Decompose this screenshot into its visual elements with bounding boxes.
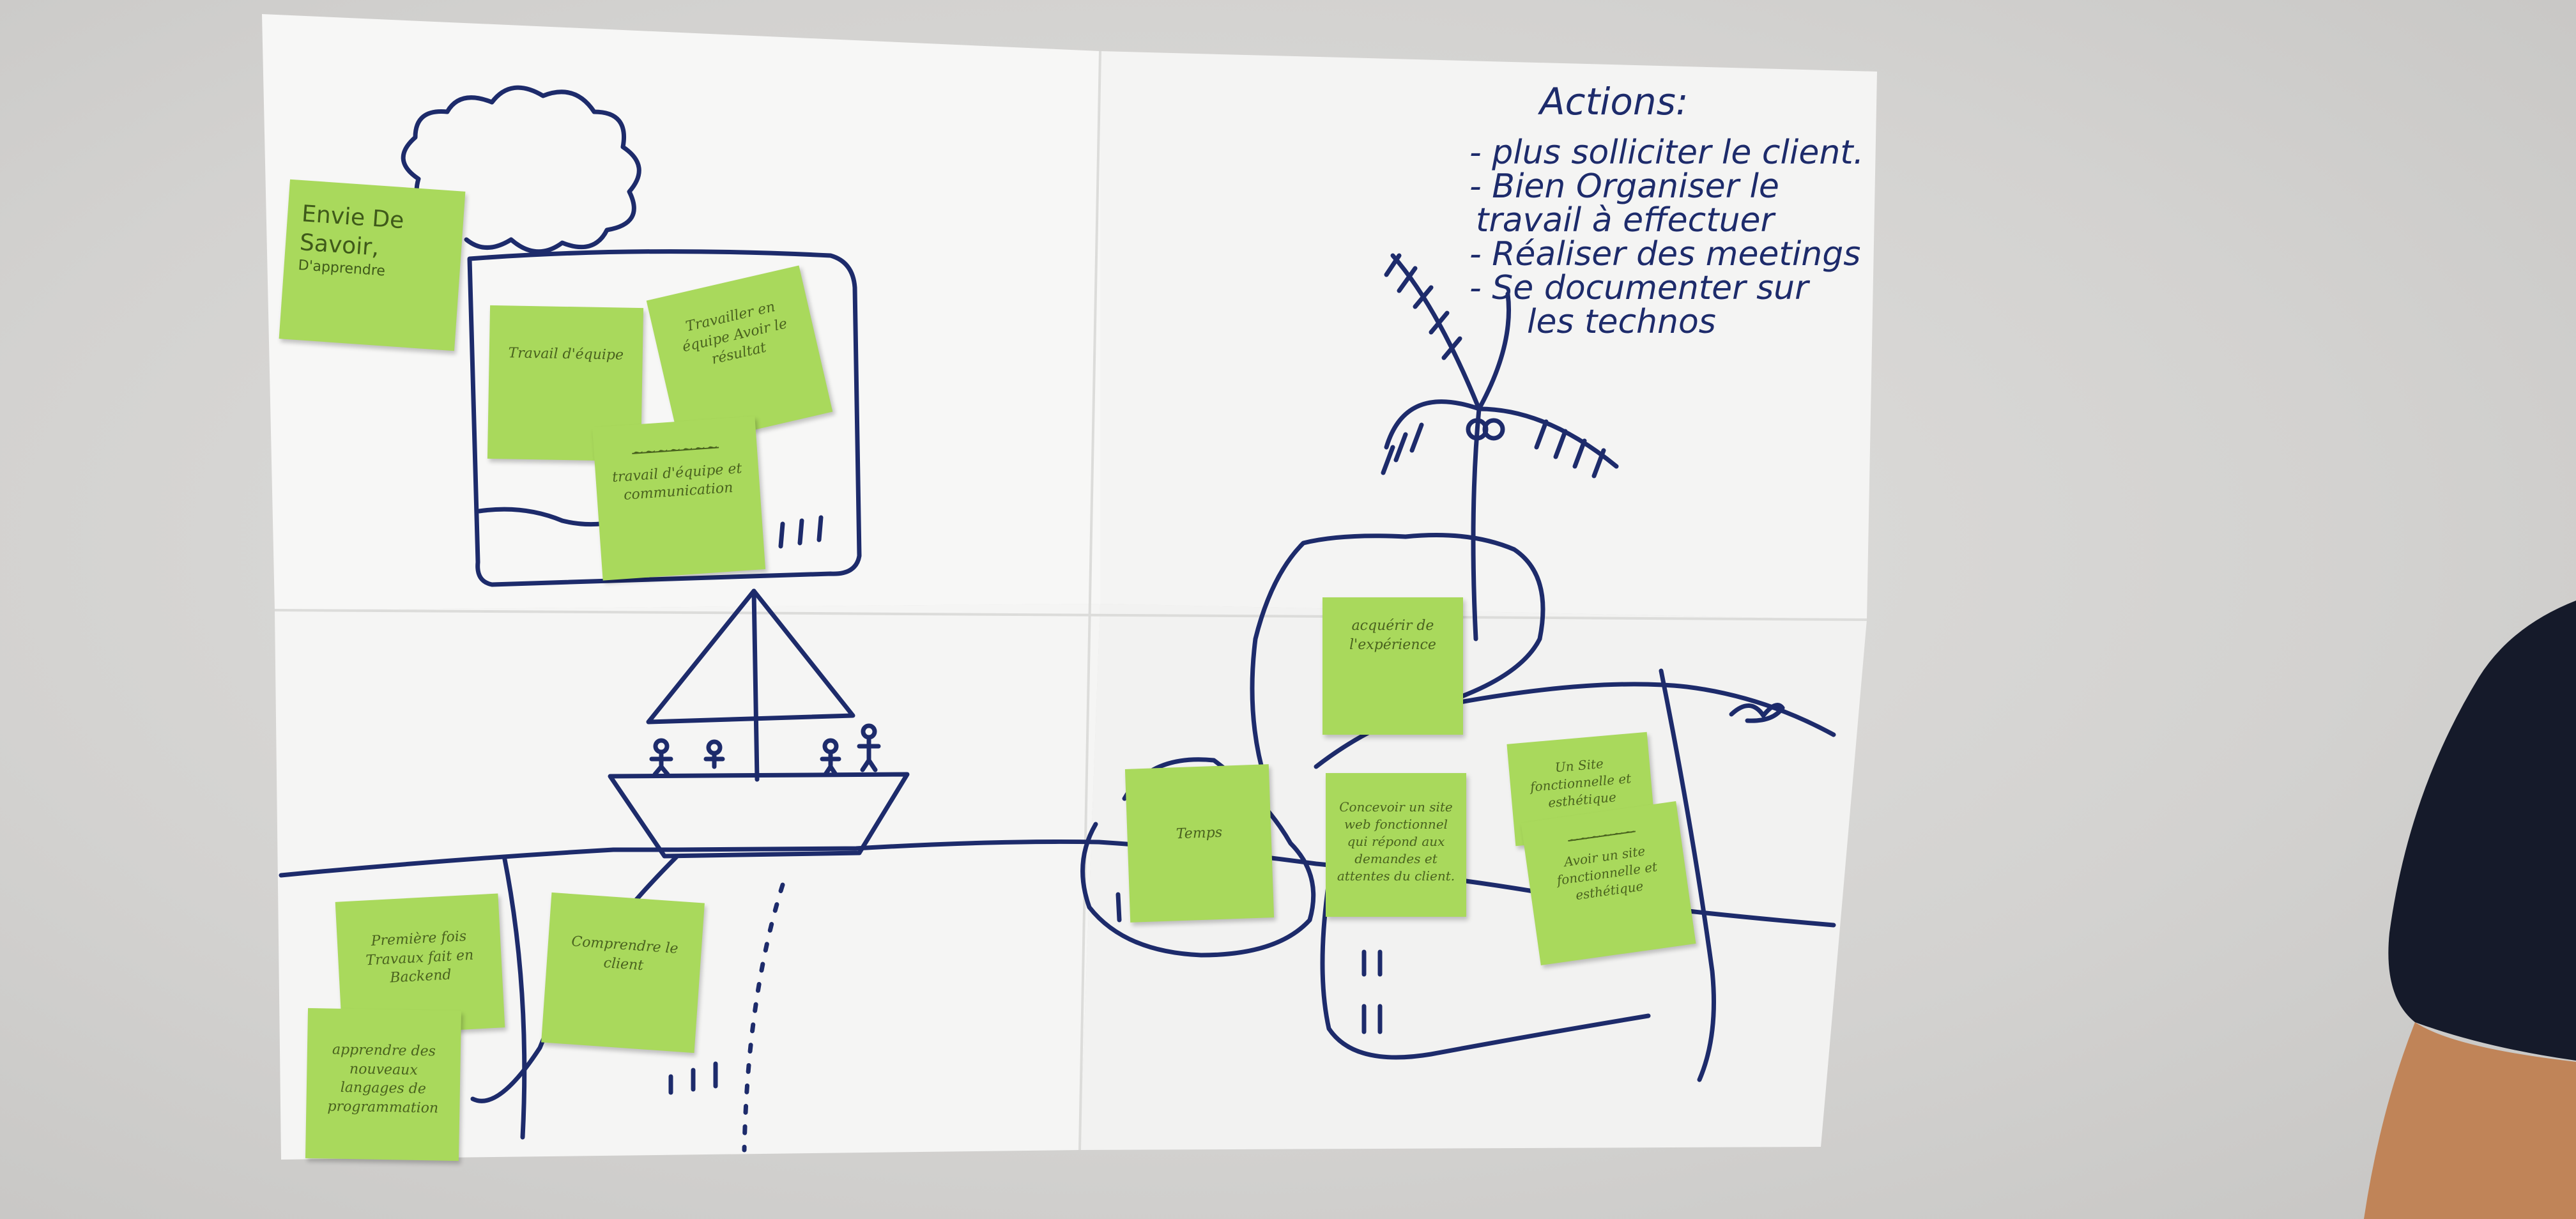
concevoir-text: Concevoir un site web fonctionnel qui ré…	[1337, 799, 1455, 884]
shore-line-vertical	[1659, 668, 1716, 1082]
vertical-line-left	[502, 857, 527, 1140]
premiere-fois-text: Première fois Travaux fait en Backend	[365, 928, 474, 986]
sticky-note-site-bottom: ~~~~~~ Avoir un site fonctionnelle et es…	[1521, 801, 1696, 965]
action-item-6: les technos	[1527, 303, 1716, 342]
stick-figures	[649, 723, 881, 777]
island-hatches	[1361, 949, 1383, 1034]
palm-frond-hatches	[1381, 253, 1606, 479]
travailler-equipe-text: Travailler en équipe Avoir le résultat	[680, 298, 789, 368]
arm-skin	[2364, 1022, 2576, 1219]
boat-hull	[608, 772, 910, 859]
action-item-3: travail à effectuer	[1476, 201, 1774, 240]
palm-frond-1	[1390, 253, 1482, 411]
travail-equipe-text: Travail d'équipe	[508, 345, 624, 364]
frame-sketch	[467, 249, 862, 587]
mast	[751, 588, 760, 782]
action-item-1: - plus solliciter le client.	[1469, 134, 1864, 172]
action-item-4: - Réaliser des meetings	[1469, 235, 1861, 274]
paper-sheet-bottom-right	[1080, 604, 1867, 1150]
person-arm	[2364, 601, 2576, 1219]
action-item-2: - Bien Organiser le	[1469, 167, 1779, 206]
rock-detail	[1116, 892, 1122, 923]
rock-left	[1080, 757, 1316, 958]
sticky-note-acquerir: acquérir de l'expérience	[1322, 597, 1463, 735]
frame-hatches	[778, 515, 824, 549]
shore-line-right	[1454, 682, 1836, 737]
island-lower	[1320, 879, 1651, 1060]
site-top-text: Un Site fonctionnelle et esthétique	[1529, 755, 1632, 811]
sticky-note-concevoir: Concevoir un site web fonctionnel qui ré…	[1326, 773, 1466, 917]
palm-frond-2	[1384, 399, 1482, 450]
dashed-line	[742, 882, 785, 1153]
sticky-note-communication: ~~~~~~~ travail d'équipe et communicatio…	[592, 416, 766, 581]
actions-list: Actions: - plus solliciter le client. - …	[1469, 80, 1878, 339]
sticky-note-comprendre: Comprendre le client	[541, 892, 705, 1054]
comprendre-text: Comprendre le client	[571, 933, 679, 974]
communication-text: travail d'équipe et communication	[611, 460, 743, 504]
sail	[646, 588, 855, 724]
paper-sheet-top-right	[1100, 51, 1877, 620]
sticky-note-apprendre: apprendre des nouveaux langages de progr…	[305, 1008, 462, 1162]
cloud-sketch	[401, 85, 641, 254]
actions-title: Actions:	[1540, 80, 1689, 123]
temps-text: Temps	[1176, 824, 1223, 843]
sleeve-shape	[2388, 601, 2576, 1061]
sticky-note-temps: Temps	[1124, 764, 1275, 923]
palm-coconut-2	[1482, 418, 1505, 441]
action-item-5: - Se documenter sur	[1469, 269, 1809, 308]
paper-fold-lines	[274, 50, 1867, 1151]
palm-frond-4	[1476, 291, 1512, 411]
apprendre-text: apprendre des nouveaux langages de progr…	[327, 1041, 439, 1117]
bottom-hatches	[668, 1061, 718, 1095]
acquerir-text: acquérir de l'expérience	[1349, 618, 1436, 653]
sticky-note-envie: Envie De Savoir, D'apprendre	[279, 179, 466, 351]
bird-sketch	[1729, 703, 1785, 723]
